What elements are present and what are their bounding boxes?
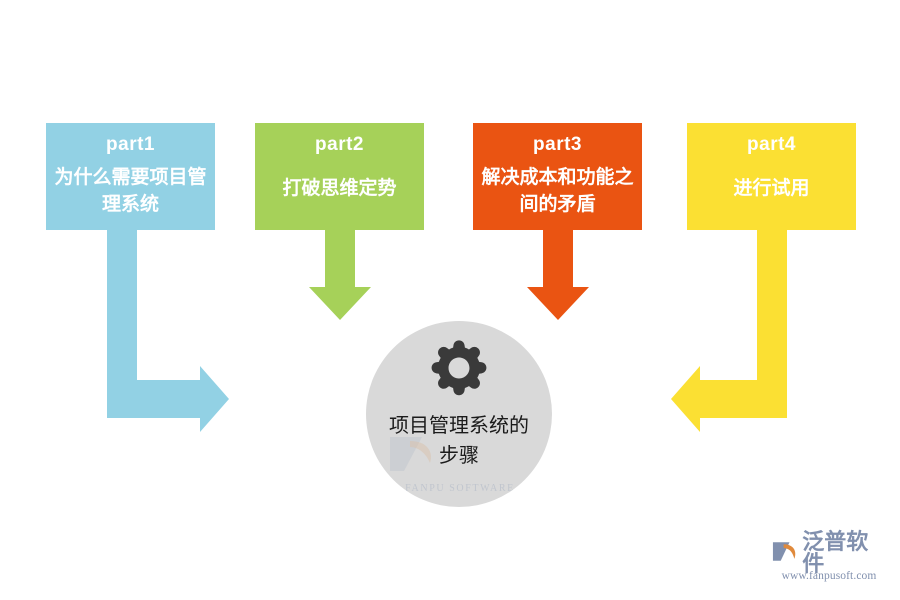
brand-logo: 泛普软件 www.fanpusoft.com [770, 531, 888, 586]
arrow-part4 [671, 230, 787, 432]
part-label-3: part3 [533, 134, 582, 155]
gear-icon [428, 337, 490, 399]
arrow-part1 [107, 230, 229, 432]
part-box-2[interactable]: part2 打破思维定势 [255, 123, 424, 230]
watermark: FANPU SOFTWARE [380, 433, 540, 499]
part-label-4: part4 [747, 134, 796, 155]
part-label-2: part2 [315, 134, 364, 155]
part-text-3: 解决成本和功能之间的矛盾 [481, 166, 634, 216]
brand-name: 泛普软件 [802, 529, 869, 576]
part-box-1[interactable]: part1 为什么需要项目管理系统 [46, 123, 215, 230]
part-label-1: part1 [106, 134, 155, 155]
part-box-4[interactable]: part4 进行试用 [687, 123, 856, 230]
arrow-part2 [309, 230, 371, 320]
watermark-text: FANPU SOFTWARE [405, 483, 515, 494]
part-text-2: 打破思维定势 [282, 177, 397, 199]
center-node[interactable]: FANPU SOFTWARE 项目管理系统的步骤 [366, 321, 552, 507]
fanpu-logo-mark [772, 542, 796, 561]
part-text-1: 为什么需要项目管理系统 [54, 166, 207, 216]
part-text-4: 进行试用 [733, 177, 810, 199]
brand-url: www.fanpusoft.com [781, 570, 877, 582]
center-title: 项目管理系统的步骤 [389, 415, 529, 467]
part-box-3[interactable]: part3 解决成本和功能之间的矛盾 [473, 123, 642, 230]
arrow-part3 [527, 230, 589, 320]
